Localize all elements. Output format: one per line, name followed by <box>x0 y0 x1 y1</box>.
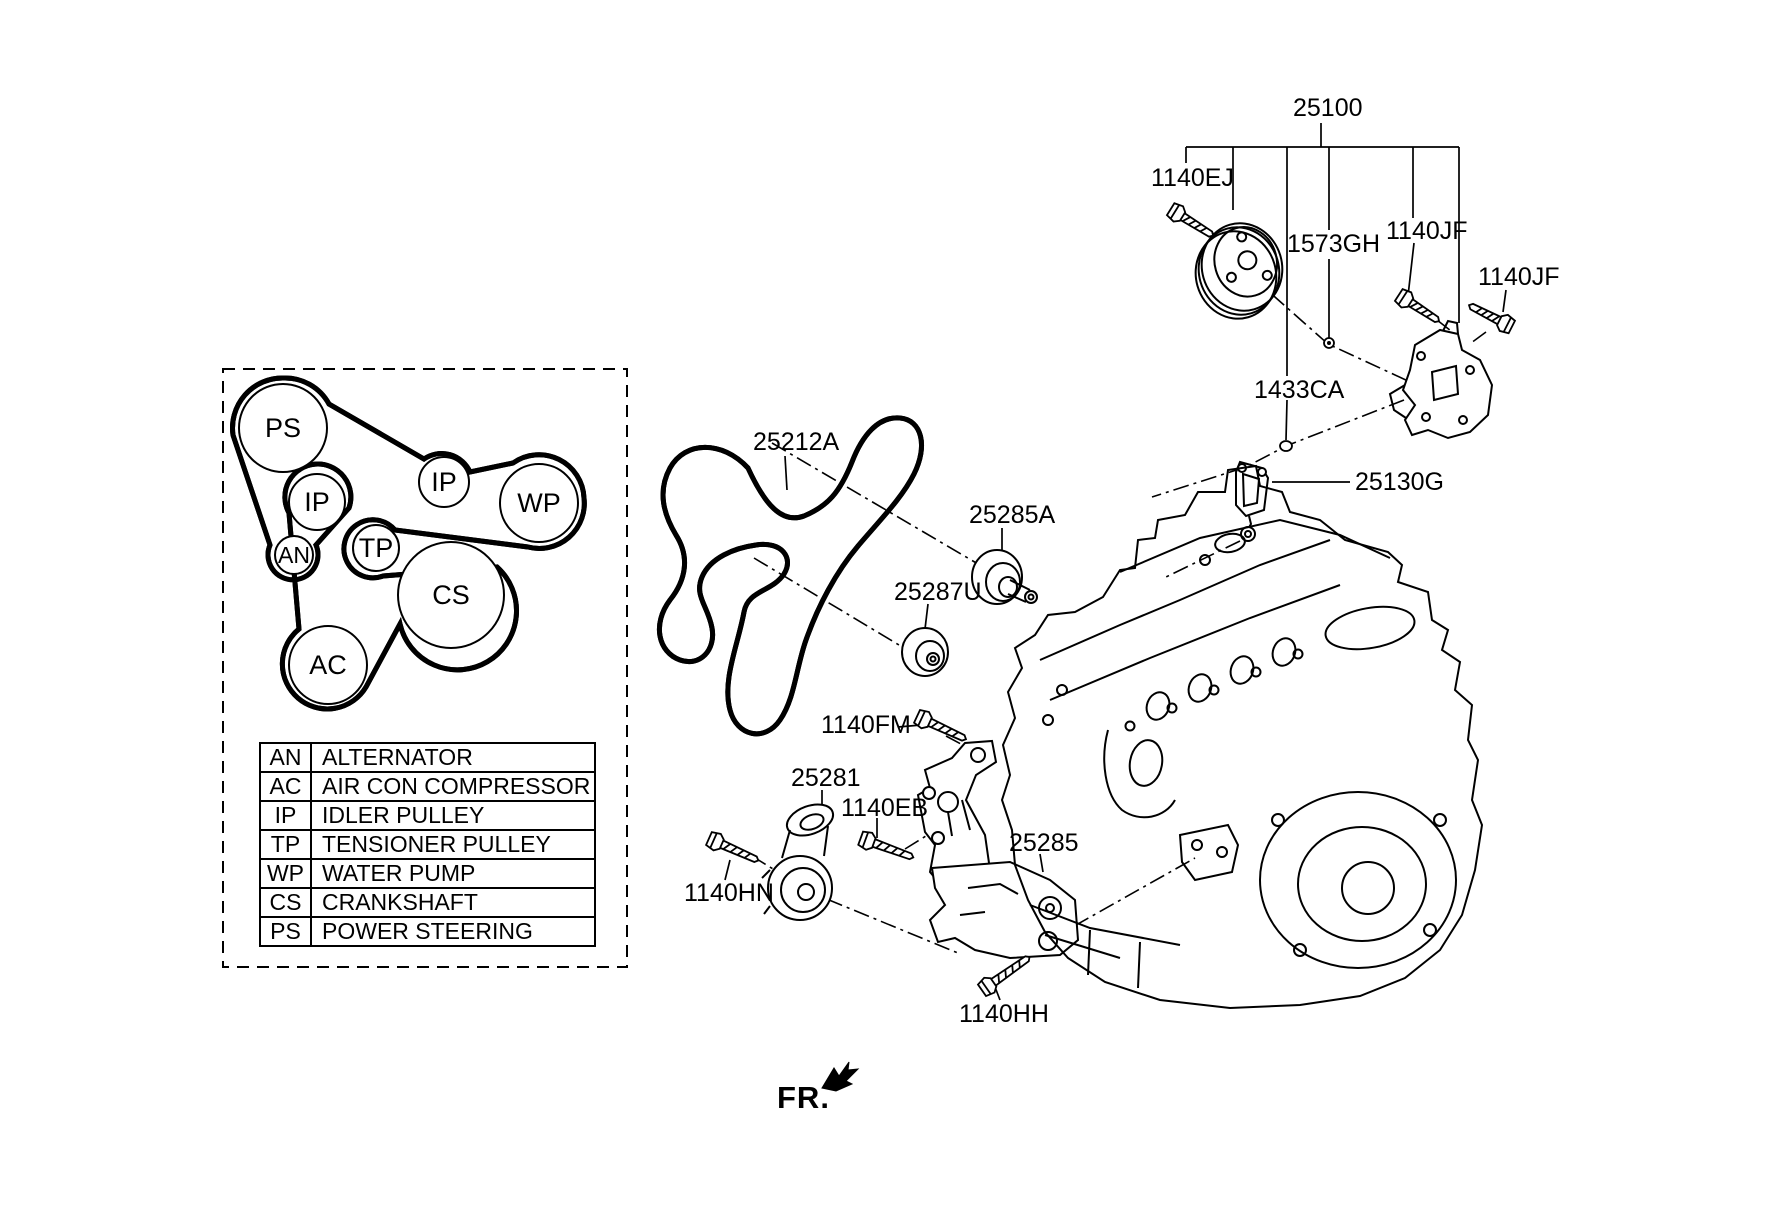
part-label-25130G: 25130G <box>1355 468 1444 496</box>
bolt-1140FM-icon <box>912 708 968 742</box>
bolt-1140HN-icon <box>704 831 760 863</box>
pulley-label-ac: AC <box>309 650 347 680</box>
legend-desc: AIR CON COMPRESSOR <box>310 771 596 802</box>
part-label-25287U: 25287U <box>894 578 982 606</box>
pulley-label-ps: PS <box>265 413 301 443</box>
legend-row: AC AIR CON COMPRESSOR <box>259 771 596 802</box>
bolt-1140EJ-icon <box>1165 202 1215 238</box>
legend-code: AC <box>259 771 312 802</box>
legend-row: IP IDLER PULLEY <box>259 800 596 831</box>
pulley-label-cs: CS <box>432 580 470 610</box>
part-label-1433CA: 1433CA <box>1254 376 1345 404</box>
part-label-1140EB: 1140EB <box>841 794 929 822</box>
pin-1433CA-icon <box>1279 440 1293 452</box>
assembly-axis-lines <box>751 231 1487 960</box>
idler-pulley-25285A-icon <box>971 549 1038 605</box>
belt-routing-path <box>233 378 585 709</box>
legend-code: WP <box>259 858 312 889</box>
legend-row: AN ALTERNATOR <box>259 742 596 773</box>
routing-pulleys-group: PS IP AN IP WP TP CS AC <box>238 383 579 705</box>
belt-25212A-drawing <box>659 418 921 734</box>
legend-desc: TENSIONER PULLEY <box>310 829 596 860</box>
bolt-1140JF-b-icon <box>1467 302 1517 335</box>
legend-code: PS <box>259 916 312 947</box>
water-pump-body-icon <box>1388 319 1494 440</box>
legend-row: WP WATER PUMP <box>259 858 596 889</box>
engine-block-drawing <box>1000 464 1484 1010</box>
bolt-1140JF-a-icon <box>1393 288 1441 323</box>
pulley-circle-cs <box>397 541 505 649</box>
small-parts <box>1279 337 1335 452</box>
pulley-label-wp: WP <box>517 488 561 518</box>
part-label-1573GH: 1573GH <box>1287 230 1381 258</box>
legend-desc: ALTERNATOR <box>310 742 596 773</box>
pulley-label-ip: IP <box>431 467 457 497</box>
legend-code: CS <box>259 887 312 918</box>
legend-code: TP <box>259 829 312 860</box>
part-label-1140JF-b: 1140JF <box>1478 263 1560 291</box>
part-label-25212A: 25212A <box>753 428 840 456</box>
part-label-1140EJ: 1140EJ <box>1151 164 1234 192</box>
bolt-1140EB-icon <box>857 830 915 861</box>
pulley-circle-tp <box>352 524 400 572</box>
pulley-circle-ip <box>288 473 346 531</box>
callout-lines <box>724 123 1507 1001</box>
part-label-1140HH: 1140HH <box>959 1000 1049 1028</box>
part-label-1140JF-a: 1140JF <box>1386 217 1468 245</box>
idler-pulley-25287U-icon <box>901 627 949 677</box>
bolts-group <box>704 202 1517 998</box>
legend-desc: POWER STEERING <box>310 916 596 947</box>
part-label-25285A: 25285A <box>969 501 1056 529</box>
legend-desc: CRANKSHAFT <box>310 887 596 918</box>
part-label-25100: 25100 <box>1293 94 1363 122</box>
pulley-label-tp: TP <box>359 533 394 563</box>
pulley-label-ip: IP <box>304 487 330 517</box>
belt-legend-table: AN ALTERNATOR AC AIR CON COMPRESSOR IP I… <box>259 742 596 947</box>
pump-pulley-icon <box>1194 222 1284 320</box>
legend-desc: IDLER PULLEY <box>310 800 596 831</box>
pulley-circle-an <box>274 535 314 575</box>
bolt-1140HH-icon <box>976 955 1031 998</box>
legend-row: CS CRANKSHAFT <box>259 887 596 918</box>
part-label-25285: 25285 <box>1009 829 1079 857</box>
part-label-1140FM: 1140FM <box>821 711 911 739</box>
lower-bracket-25285-icon <box>928 860 1080 960</box>
legend-row: TP TENSIONER PULLEY <box>259 829 596 860</box>
part-label-25281: 25281 <box>791 764 861 792</box>
pulley-label-an: AN <box>278 542 310 568</box>
tensioner-25281-icon <box>761 803 835 921</box>
fr-label: FR. <box>777 1080 830 1115</box>
legend-desc: WATER PUMP <box>310 858 596 889</box>
part-label-1140HN: 1140HN <box>684 879 774 907</box>
legend-row: PS POWER STEERING <box>259 916 596 947</box>
legend-code: IP <box>259 800 312 831</box>
pulley-circle-ac <box>288 625 368 705</box>
pulley-circle-ip <box>418 456 470 508</box>
pulley-circle-ps <box>238 383 328 473</box>
fr-direction-arrow-icon <box>821 1061 860 1092</box>
belt-routing-box <box>222 368 628 968</box>
pulley-circle-wp <box>499 463 579 543</box>
legend-code: AN <box>259 742 312 773</box>
